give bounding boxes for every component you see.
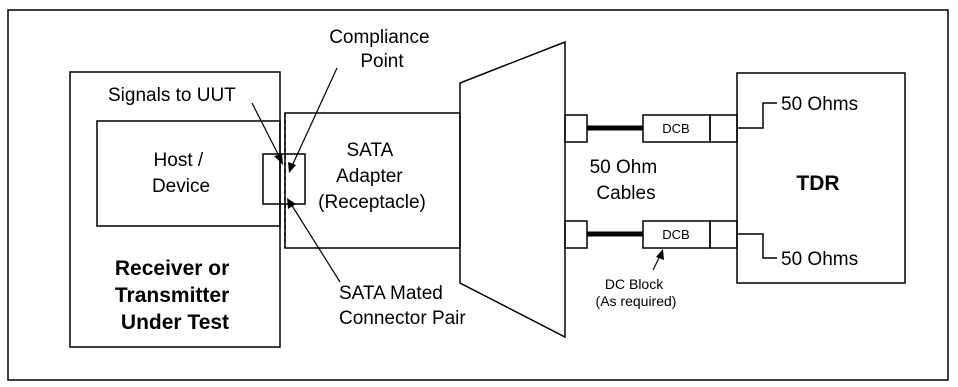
- connector-bottom-right: [709, 220, 738, 249]
- connector-top-right: [709, 114, 738, 143]
- receiver-transmitter-label: Receiver or Transmitter Under Test: [115, 257, 235, 334]
- signals-arrow-head: [274, 154, 283, 165]
- connector-top-left: [564, 114, 588, 143]
- signals-arrow: [251, 102, 281, 159]
- compliance-point-label: Compliance Point: [329, 27, 435, 72]
- ohm-cables-label: 50 Ohm Cables: [590, 157, 663, 204]
- outer-frame: [7, 9, 949, 381]
- host-device-label: Host / Device: [152, 150, 210, 197]
- signals-to-uut-label: Signals to UUT: [108, 85, 236, 106]
- dcb-top-label: DCB: [662, 121, 689, 136]
- dc-block-arrow: [652, 255, 661, 271]
- mated-connector-rect: [262, 153, 306, 205]
- compliance-arrow-head: [288, 162, 296, 173]
- mated-arrow: [290, 203, 341, 283]
- connector-bottom-left: [564, 220, 588, 249]
- load-line-bottom: [737, 233, 777, 259]
- dc-block-arrow-head: [656, 249, 664, 260]
- ohms-top-label: 50 Ohms: [781, 94, 858, 115]
- tdr-box: [736, 72, 906, 284]
- load-line-top: [737, 102, 777, 129]
- dcb-bottom-label: DCB: [662, 227, 689, 242]
- mated-arrow-head: [287, 198, 296, 209]
- sata-mated-connector-label: SATA Mated Connector Pair: [339, 283, 466, 329]
- ohms-bottom-label: 50 Ohms: [781, 249, 858, 270]
- compliance-arrow: [291, 67, 338, 167]
- tdr-label: TDR: [796, 172, 839, 195]
- sata-adapter-label: SATA Adapter (Receptacle): [318, 140, 426, 213]
- host-device-box: [96, 120, 281, 227]
- adapter-fixture-trapezoid: [459, 40, 566, 339]
- dc-block-label: DC Block (As required): [596, 276, 677, 309]
